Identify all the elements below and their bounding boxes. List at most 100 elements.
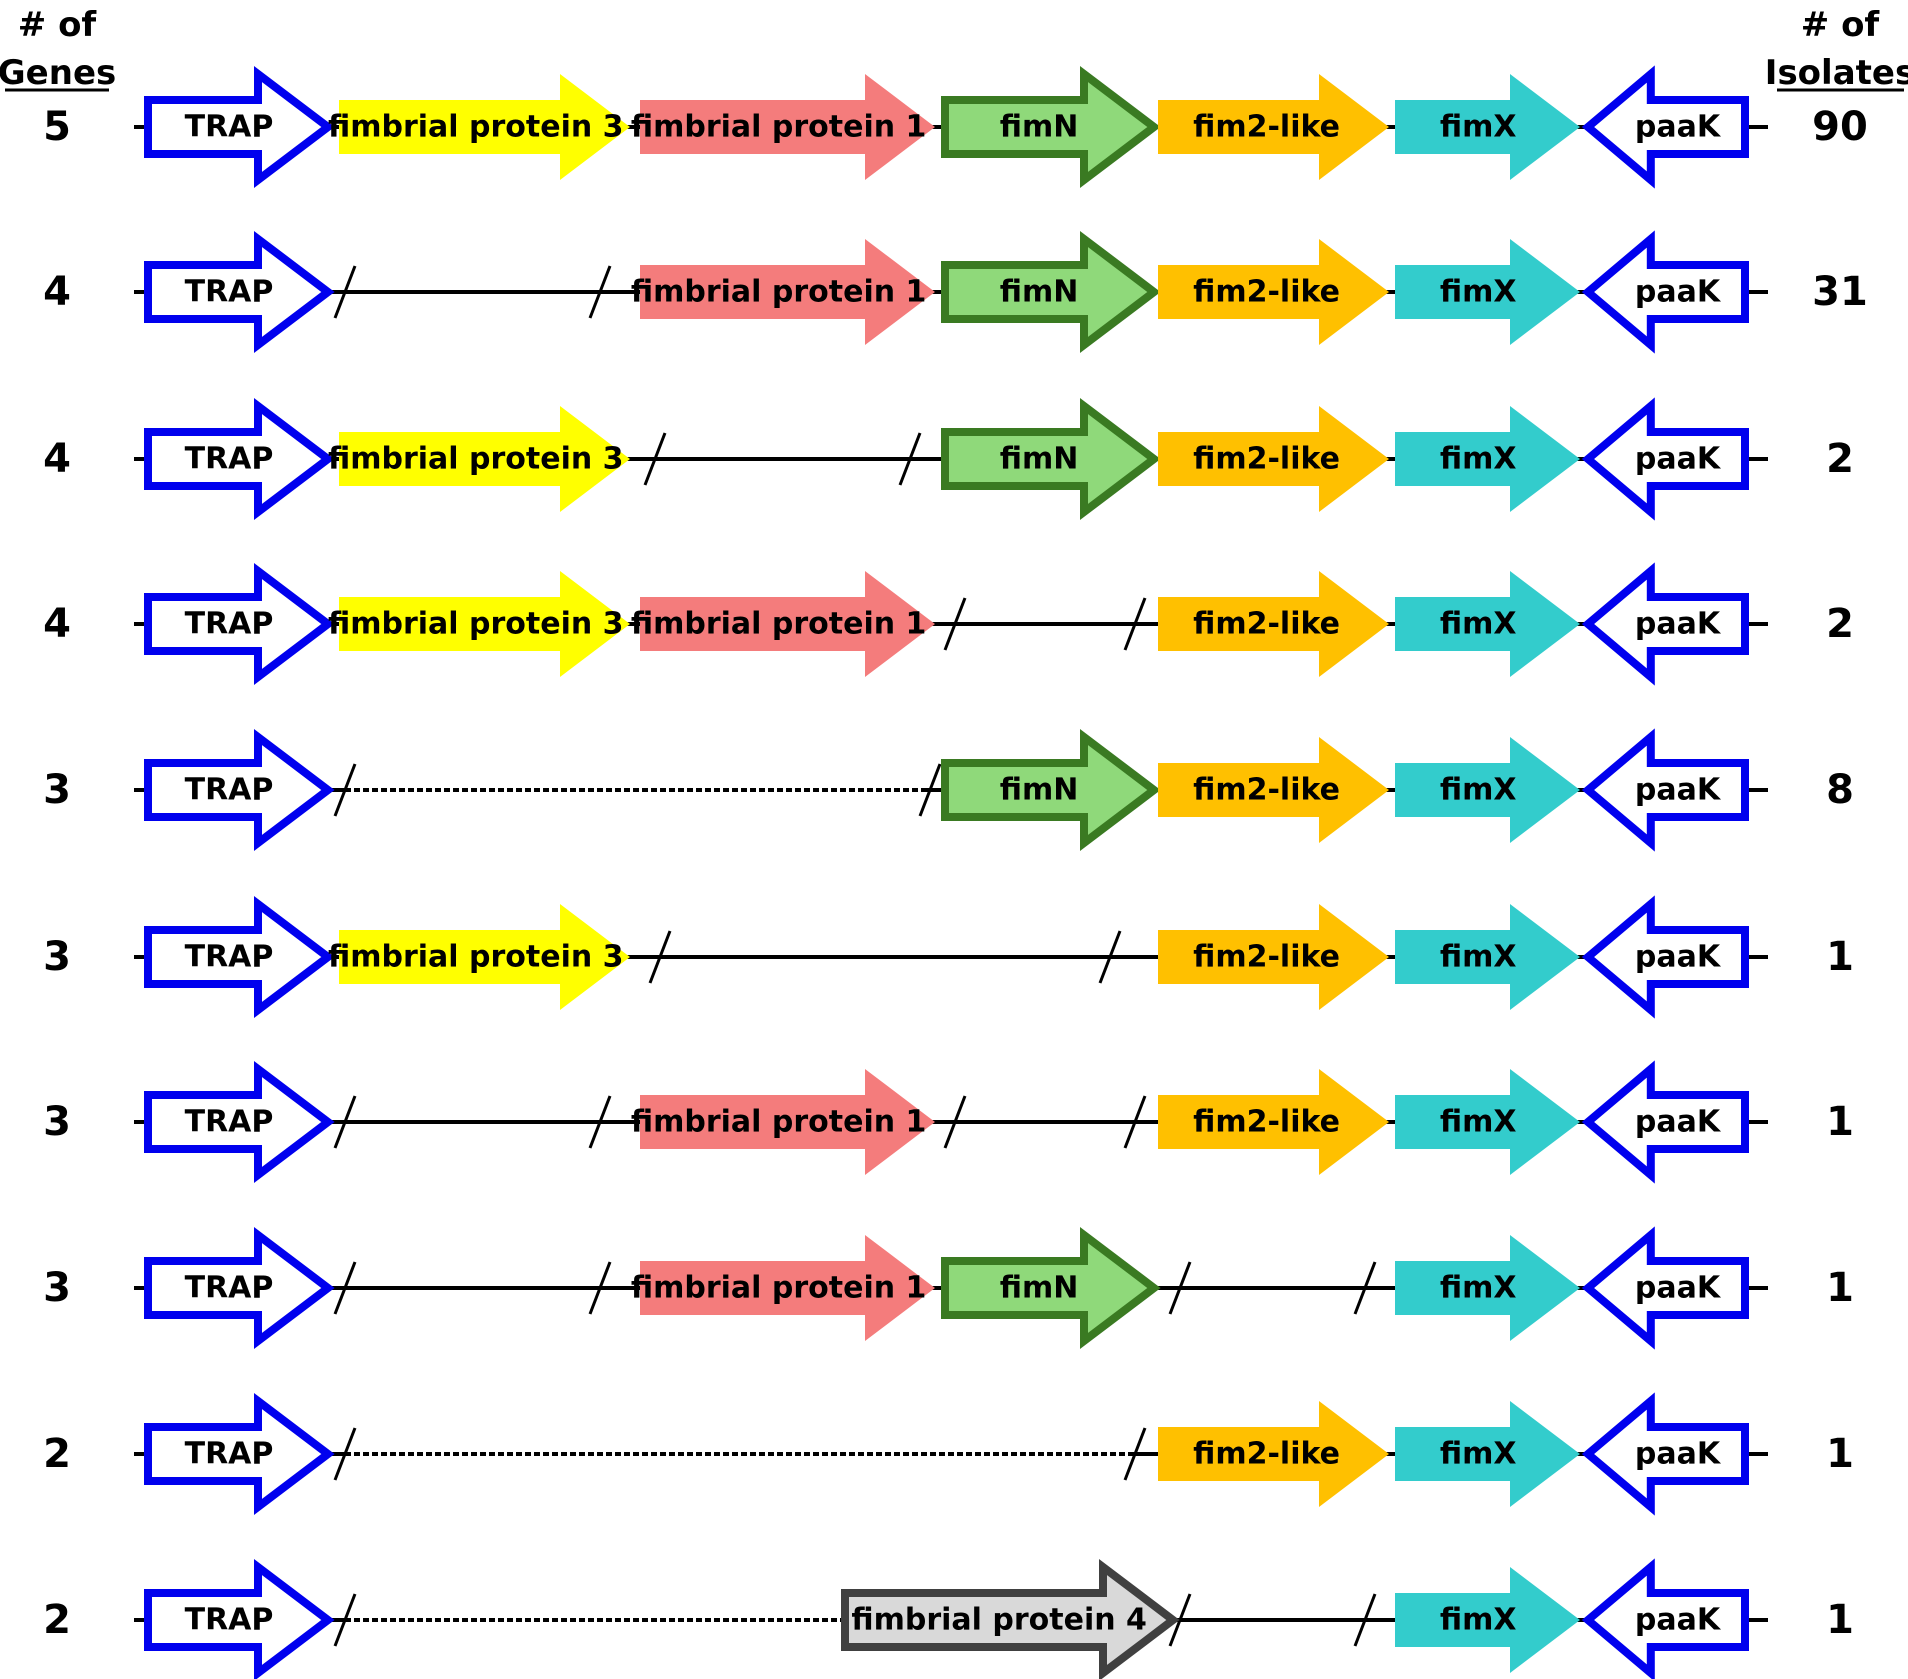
gap-mask — [349, 1440, 1131, 1468]
gene-fp4: fimbrial protein 4 — [841, 1558, 1180, 1679]
gene-label-TRAP: TRAP — [185, 773, 274, 808]
gene-label-paaK: paaK — [1635, 607, 1722, 642]
gene-arrow-fp1 — [640, 1235, 935, 1341]
break-mark — [943, 597, 967, 651]
gene-arrow-fp1 — [640, 571, 935, 677]
gene-fim2: fim2-like — [1158, 1401, 1389, 1507]
gene-label-fim2: fim2-like — [1193, 1437, 1340, 1472]
gene-fimX: fimX — [1395, 1069, 1580, 1175]
gene-arrow-fim2 — [1158, 239, 1389, 345]
gene-fimX: fimX — [1395, 74, 1580, 180]
isolates-count: 1 — [1826, 934, 1854, 980]
gene-label-TRAP: TRAP — [185, 1271, 274, 1306]
gene-arrow-fimX — [1395, 904, 1580, 1010]
break-mark — [898, 432, 922, 486]
gene-label-fim2: fim2-like — [1193, 773, 1340, 808]
gene-fim2: fim2-like — [1158, 1069, 1389, 1175]
gene-arrow-fp1 — [640, 239, 935, 345]
gene-TRAP: TRAP — [144, 895, 335, 1019]
gene-arrow-fimX — [1395, 571, 1580, 677]
gene-fimX: fimX — [1395, 239, 1580, 345]
gene-label-fimN: fimN — [1000, 110, 1079, 145]
genes-count: 2 — [43, 1597, 71, 1643]
gene-arrow-fimX — [1395, 1401, 1580, 1507]
break-mark — [943, 1095, 967, 1149]
gene-arrow-TRAP — [144, 230, 335, 354]
gene-TRAP: TRAP — [144, 562, 335, 686]
isolates-count: 2 — [1826, 601, 1854, 647]
gene-arrow-fim2 — [1158, 406, 1389, 512]
gene-arrow-fp3 — [339, 904, 630, 1010]
gene-arrow-fimX — [1395, 1069, 1580, 1175]
gene-arrow-paaK — [1581, 1060, 1749, 1184]
gene-TRAP: TRAP — [144, 1558, 335, 1679]
gene-arrow-TRAP — [144, 1392, 335, 1516]
gene-label-fp3: fimbrial protein 3 — [328, 110, 624, 145]
gene-label-fimX: fimX — [1440, 110, 1517, 145]
break-mark — [1168, 1593, 1192, 1647]
gene-fimX: fimX — [1395, 1235, 1580, 1341]
isolates-count: 1 — [1826, 1265, 1854, 1311]
gene-arrow-TRAP — [144, 397, 335, 521]
gene-arrow-fim2 — [1158, 1069, 1389, 1175]
gene-fimN: fimN — [941, 230, 1161, 354]
gene-label-fimX: fimX — [1440, 1105, 1517, 1140]
gene-fimN: fimN — [941, 728, 1161, 852]
genes-count: 3 — [43, 934, 71, 980]
gene-label-fim2: fim2-like — [1193, 275, 1340, 310]
gene-label-fimX: fimX — [1440, 940, 1517, 975]
gene-label-paaK: paaK — [1635, 1105, 1722, 1140]
gene-label-TRAP: TRAP — [185, 442, 274, 477]
gene-arrow-fimN — [941, 397, 1161, 521]
gene-fim2: fim2-like — [1158, 239, 1389, 345]
gene-fimN: fimN — [941, 397, 1161, 521]
genes-count: 3 — [43, 1099, 71, 1145]
gene-arrow-TRAP — [144, 65, 335, 189]
gene-arrow-fp3 — [339, 406, 630, 512]
gene-label-fim2: fim2-like — [1193, 1105, 1340, 1140]
break-mark — [333, 1095, 357, 1149]
isolates-count: 31 — [1812, 269, 1868, 315]
gene-label-TRAP: TRAP — [185, 1603, 274, 1638]
gene-fimX: fimX — [1395, 571, 1580, 677]
gene-arrow-fimX — [1395, 239, 1580, 345]
break-mark — [333, 1261, 357, 1315]
gene-fimN: fimN — [941, 1226, 1161, 1350]
break-mark — [1123, 1095, 1147, 1149]
gene-label-paaK: paaK — [1635, 940, 1722, 975]
gene-arrow-TRAP — [144, 1558, 335, 1679]
gene-arrow-paaK — [1581, 562, 1749, 686]
gene-label-fimN: fimN — [1000, 773, 1079, 808]
gene-arrow-TRAP — [144, 562, 335, 686]
gene-fim2: fim2-like — [1158, 74, 1389, 180]
gene-fimX: fimX — [1395, 1401, 1580, 1507]
gene-TRAP: TRAP — [144, 397, 335, 521]
genes-header-line2: Genes — [0, 53, 116, 93]
gene-arrow-fim2 — [1158, 74, 1389, 180]
gene-label-fimN: fimN — [1000, 275, 1079, 310]
break-mark — [588, 1095, 612, 1149]
genes-count: 3 — [43, 1265, 71, 1311]
gene-label-paaK: paaK — [1635, 442, 1722, 477]
gene-label-fp1: fimbrial protein 1 — [631, 1271, 927, 1306]
isolates-count: 1 — [1826, 1099, 1854, 1145]
gene-label-fimX: fimX — [1440, 275, 1517, 310]
gene-arrow-paaK — [1581, 895, 1749, 1019]
gene-label-fim2: fim2-like — [1193, 442, 1340, 477]
gene-arrow-paaK — [1581, 230, 1749, 354]
genes-count: 5 — [43, 104, 71, 150]
gene-fim2: fim2-like — [1158, 406, 1389, 512]
gene-TRAP: TRAP — [144, 1392, 335, 1516]
gene-label-fp3: fimbrial protein 3 — [328, 607, 624, 642]
gene-paaK: paaK — [1581, 1392, 1749, 1516]
break-mark — [1353, 1261, 1377, 1315]
break-mark — [1098, 930, 1122, 984]
gene-label-fp4: fimbrial protein 4 — [851, 1603, 1147, 1638]
gene-paaK: paaK — [1581, 397, 1749, 521]
